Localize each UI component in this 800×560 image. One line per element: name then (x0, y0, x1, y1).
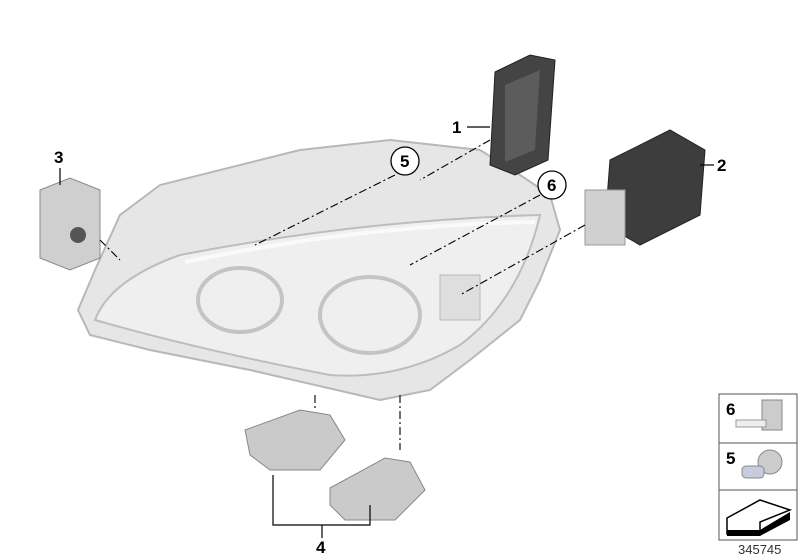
h7-bulb-icon (741, 449, 783, 479)
part-2-led-module[interactable] (584, 129, 706, 246)
diagram-number: 345745 (738, 542, 781, 557)
part-1-control-unit[interactable] (489, 54, 556, 176)
leader-lines (59, 126, 714, 538)
callout-5: 5 (400, 152, 409, 171)
arrow-icon (726, 499, 793, 536)
part-3-ballast[interactable] (39, 177, 101, 271)
callout-6: 6 (547, 176, 556, 195)
headlight-assembly[interactable] (76, 138, 562, 402)
d-bulb-icon (735, 399, 783, 431)
bulb-legend: 6 5 (718, 393, 798, 541)
callout-6-circle (537, 170, 567, 200)
part-4-brackets[interactable] (244, 409, 426, 521)
legend-5: 5 (726, 449, 735, 468)
callout-3: 3 (54, 148, 63, 167)
callout-5-circle (390, 146, 420, 176)
legend-6: 6 (726, 400, 735, 419)
callout-2: 2 (717, 156, 726, 175)
callout-4: 4 (316, 538, 326, 557)
callout-1: 1 (452, 118, 461, 137)
